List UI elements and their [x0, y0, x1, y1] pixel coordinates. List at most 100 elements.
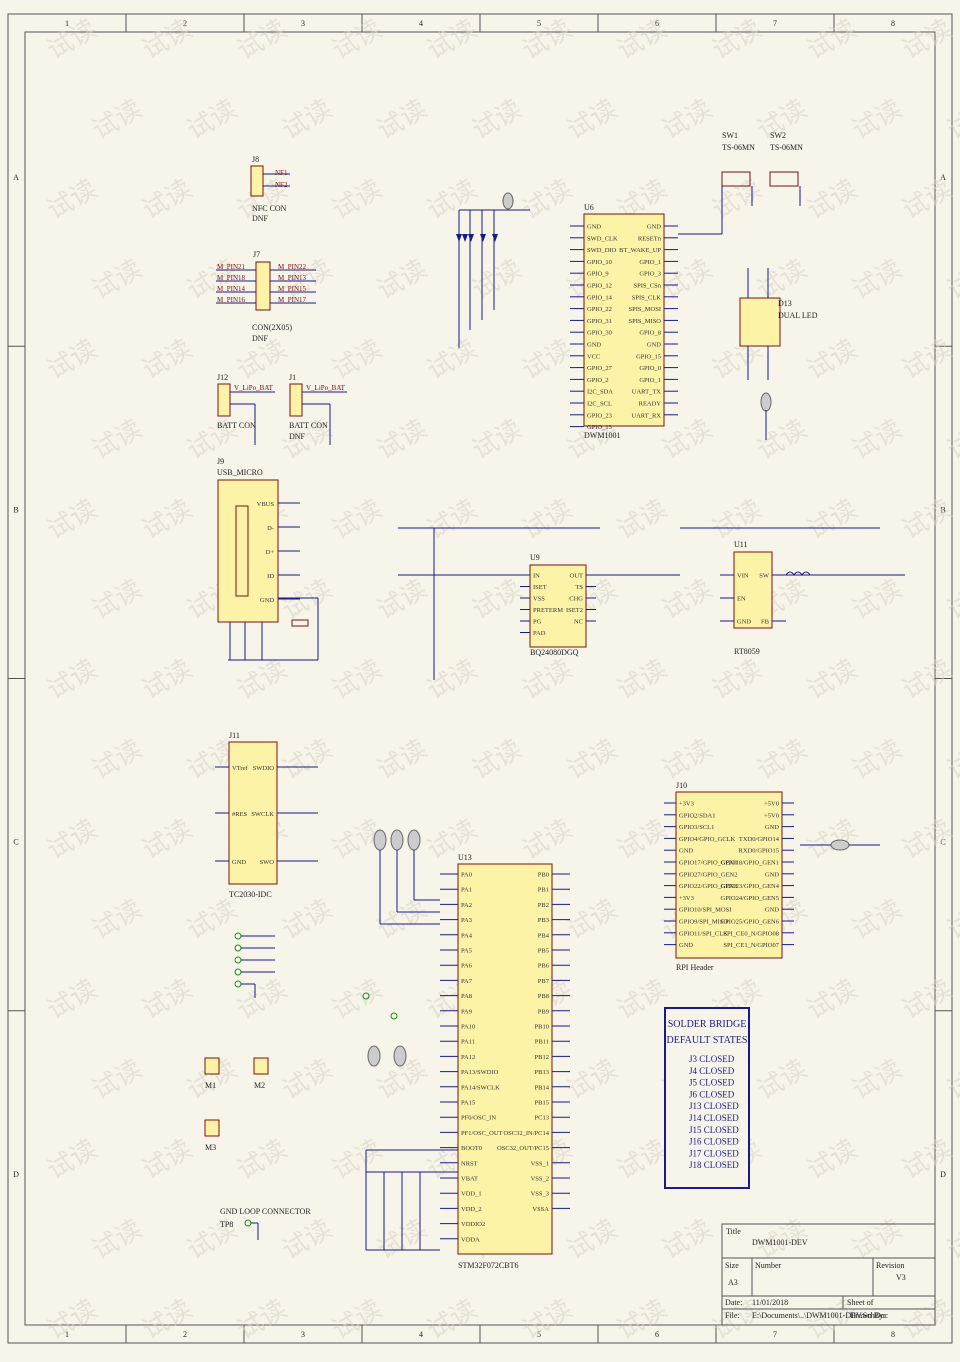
- status-leds: [456, 209, 530, 348]
- u13-pin-label: PB5: [538, 948, 549, 955]
- j8-connector: J8 NF1 NF2 NFC CON DNF: [250, 155, 290, 223]
- j10-pin-label: +5V0: [764, 812, 779, 819]
- j10-ref: J10: [676, 781, 687, 790]
- watermark-text: 试读: [802, 654, 862, 706]
- watermark-text: 试读: [42, 814, 102, 866]
- u13-mcu: U13 PA0PA1PA2PA3PA4PA5PA6PA7PA8PA9PA10PA…: [362, 829, 570, 1270]
- u13-pin-label: PB1: [538, 887, 549, 894]
- u6-pin-label: GPIO_9: [587, 271, 609, 278]
- u6-pin-label: GPIO_3: [639, 271, 661, 278]
- u13-pin-label: PA14/SWCLK: [461, 1084, 500, 1091]
- j7-net-label: M_PIN18: [217, 274, 246, 282]
- u6-pin-label: GPIO_1: [639, 377, 661, 384]
- watermark-text: 试读: [327, 1294, 387, 1346]
- u6-pin-label: I2C_SDA: [587, 389, 613, 396]
- u6-pin-label: GND: [647, 342, 661, 349]
- title-block: Title DWM1001-DEV Size A3 Number Revisio…: [721, 1223, 936, 1326]
- zone-col-bottom: 6: [655, 1330, 659, 1339]
- j9-pin-label: VBUS: [257, 501, 275, 508]
- tp8-label: TP8: [220, 1220, 233, 1229]
- d13-name: DUAL LED: [778, 311, 818, 320]
- watermark-text: 试读: [657, 414, 717, 466]
- u13-right-pins: PB0PB1PB2PB3PB4PB5PB6PB7PB8PB9PB10PB11PB…: [497, 872, 570, 1213]
- sw1-part: TS-06MN: [722, 143, 755, 152]
- watermark-text: 试读: [87, 574, 147, 626]
- u9-pin-label: IN: [533, 573, 540, 580]
- solder-bridge-row: J18 CLOSED: [689, 1160, 739, 1170]
- u6-pin-label: GND: [647, 224, 661, 231]
- watermark-text: 试读: [752, 734, 812, 786]
- u13-pin-label: PB15: [535, 1100, 549, 1107]
- m3-label: M3: [205, 1143, 216, 1152]
- zone-row-left: B: [13, 505, 18, 514]
- watermark-text: 试读: [42, 1294, 102, 1346]
- u6-pin-label: GPIO_8: [639, 330, 661, 337]
- watermark-text: 试读: [942, 574, 960, 626]
- u13-pin-label: VDD_2: [461, 1206, 482, 1213]
- j11-pin-label: SWCLK: [251, 811, 274, 818]
- j1-ref: J1: [289, 373, 296, 382]
- j11-pin-label: SWDIO: [253, 765, 275, 772]
- u6-pin-label: GPIO_0: [639, 365, 661, 372]
- j1-net: V_LiPo_BAT: [306, 384, 346, 392]
- u6-pin-label: SPIS_CSn: [634, 283, 662, 290]
- j7-value: DNF: [252, 334, 269, 343]
- j7-net-label: M_PIN14: [217, 285, 246, 293]
- u9-pin-label: OUT: [570, 573, 583, 580]
- zone-col-top: 1: [65, 19, 69, 28]
- j10-pin-label: GPIO17/GPIO_GEN0: [679, 860, 738, 867]
- j12-ref: J12: [217, 373, 228, 382]
- u13-pin-label: PB6: [538, 963, 550, 970]
- watermark-text: 试读: [802, 974, 862, 1026]
- zone-col-top: 8: [891, 19, 895, 28]
- number-label: Number: [755, 1261, 782, 1270]
- u6-pin-label: SPIS_MISO: [628, 318, 661, 325]
- u6-pin-label: GPIO_31: [587, 318, 612, 325]
- watermark-text: 试读: [942, 734, 960, 786]
- test-points: [234, 932, 275, 998]
- u13-pin-label: PB0: [538, 872, 549, 879]
- u6-pin-label: GPIO_27: [587, 365, 613, 372]
- watermark-text: 试读: [422, 494, 482, 546]
- j7-net-label: M_PIN21: [217, 263, 246, 271]
- u13-pin-label: PA9: [461, 1008, 472, 1015]
- watermark-text: 试读: [232, 14, 292, 66]
- j7-net-label: M_PIN15: [278, 285, 307, 293]
- u13-pin-label: VDDIO2: [461, 1221, 485, 1228]
- watermark-text: 试读: [802, 494, 862, 546]
- u9-pin-label: PAD: [533, 630, 546, 637]
- watermark-text: 试读: [612, 1294, 672, 1346]
- zone-col-top: 7: [773, 19, 777, 28]
- u9-pin-label: PG: [533, 619, 542, 626]
- zone-col-bottom: 8: [891, 1330, 895, 1339]
- zone-row-left: A: [13, 173, 19, 182]
- watermark-text: 试读: [182, 94, 242, 146]
- u9-pin-label: ISET2: [566, 607, 583, 614]
- u13-pin-label: PC13: [535, 1115, 549, 1122]
- u13-pin-label: NRST: [461, 1160, 478, 1167]
- watermark-text: 试读: [42, 974, 102, 1026]
- size-label: Size: [725, 1261, 739, 1270]
- u6-pin-label: GPIO_1: [639, 259, 661, 266]
- watermark-text: 试读: [422, 174, 482, 226]
- j7-net-label: M_PIN13: [278, 274, 307, 282]
- watermark-text: 试读: [707, 654, 767, 706]
- watermark-text: 试读: [467, 254, 527, 306]
- sw2-part: TS-06MN: [770, 143, 803, 152]
- u13-pin-label: PB9: [538, 1008, 549, 1015]
- u6-pin-label: VCC: [587, 353, 600, 360]
- watermark-text: 试读: [87, 1214, 147, 1266]
- u13-pin-label: PA1: [461, 887, 472, 894]
- j10-pin-label: GPIO9/SPI_MISO: [679, 919, 728, 926]
- solder-bridge-row: J5 CLOSED: [689, 1078, 735, 1088]
- j7-net-label: M_PIN22: [278, 263, 307, 271]
- j11-pin-label: GND: [232, 859, 246, 866]
- u6-pin-label: GPIO_14: [587, 294, 613, 301]
- u6-pin-label: READY: [639, 401, 662, 408]
- title-value: DWM1001-DEV: [752, 1238, 808, 1247]
- u9-ref: U9: [530, 553, 540, 562]
- j12-name: BATT CON: [217, 421, 256, 430]
- zone-col-top: 6: [655, 19, 659, 28]
